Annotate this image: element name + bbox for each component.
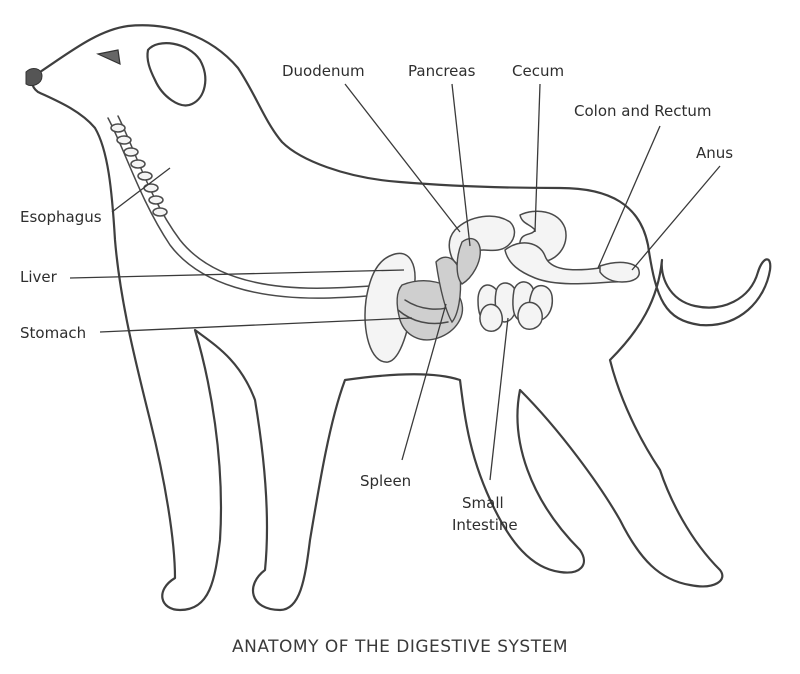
spleen-organ [435,256,462,324]
label-esophagus: Esophagus [20,208,102,226]
small-intestine-organ [477,281,554,332]
ear-outline [146,42,207,107]
liver-organ [364,252,416,363]
leader-lines [69,83,721,481]
label-small-intestine-1: Small [462,494,504,512]
label-anus: Anus [696,144,733,162]
nose-icon [25,68,43,87]
rectum-organ [599,261,640,283]
diagram-caption: ANATOMY OF THE DIGESTIVE SYSTEM [232,637,568,657]
pancreas-organ [456,237,481,285]
label-pancreas: Pancreas [408,62,476,80]
label-colon-rectum: Colon and Rectum [574,102,711,120]
label-stomach: Stomach [20,324,86,342]
esophagus-organ [107,117,401,299]
label-cecum: Cecum [512,62,564,80]
trachea-rings [110,123,168,217]
label-duodenum: Duodenum [282,62,365,80]
label-liver: Liver [20,268,58,286]
label-small-intestine-2: Intestine [452,516,518,534]
eye-icon [96,49,121,65]
label-spleen: Spleen [360,472,411,490]
